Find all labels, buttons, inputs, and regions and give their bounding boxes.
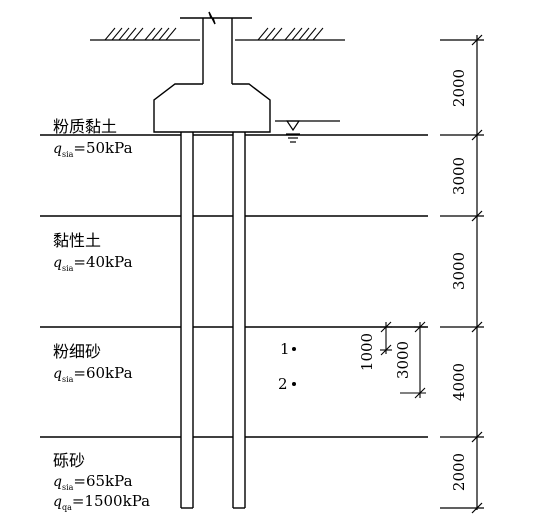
point-1: 1 bbox=[280, 340, 296, 358]
dim-right-1: 2000 bbox=[450, 69, 468, 107]
dim-right-2: 3000 bbox=[450, 157, 468, 195]
piles bbox=[180, 132, 246, 509]
right-dimension-chain bbox=[440, 34, 484, 514]
layer-4-name: 砾砂 bbox=[53, 451, 85, 470]
layer-3-name: 粉细砂 bbox=[53, 342, 101, 361]
layer-3-param: qsia=60kPa bbox=[53, 364, 133, 384]
layer-2-param: qsia=40kPa bbox=[53, 253, 133, 273]
column bbox=[180, 11, 252, 84]
svg-text:1: 1 bbox=[280, 340, 290, 358]
dim-right-4: 4000 bbox=[450, 363, 468, 401]
layer-4-param-2: qqa=1500kPa bbox=[53, 492, 150, 512]
layer-4-param: qsia=65kPa bbox=[53, 472, 133, 492]
layer-1-name: 粉质黏土 bbox=[53, 117, 117, 136]
layer-boundaries bbox=[40, 134, 428, 438]
point-2: 2 bbox=[278, 375, 296, 393]
inner-dimensions bbox=[380, 321, 426, 399]
layer-2-name: 黏性土 bbox=[53, 231, 101, 250]
dim-right-5: 2000 bbox=[450, 453, 468, 491]
water-table-icon bbox=[275, 120, 340, 143]
dim-inner-1000: 1000 bbox=[358, 333, 376, 371]
dim-right-3: 3000 bbox=[450, 252, 468, 290]
dim-inner-3000: 3000 bbox=[394, 341, 412, 379]
pile-cap bbox=[153, 83, 271, 133]
svg-text:2: 2 bbox=[278, 375, 288, 393]
ground-surface bbox=[90, 27, 345, 41]
layer-1-param: qsia=50kPa bbox=[53, 139, 133, 159]
